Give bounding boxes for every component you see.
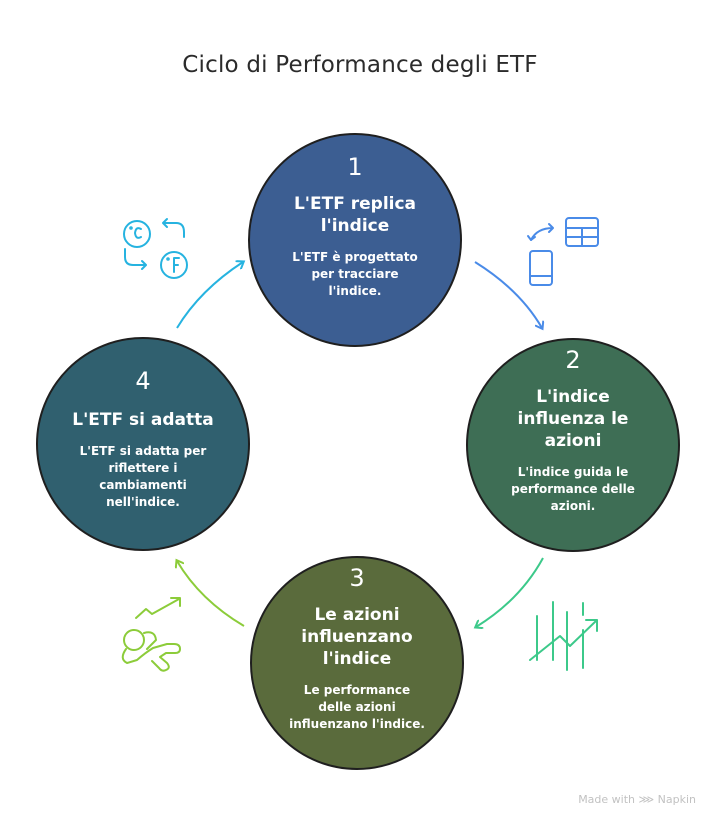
step-1-circle: 1 L'ETF replica l'indice L'ETF è progett… [248, 133, 462, 347]
temperature-conversion-icon [123, 218, 188, 279]
step-description: L'ETF è progettato per tracciare l'indic… [292, 250, 418, 298]
arrow-1-to-2 [474, 261, 542, 328]
arrow-4-to-1 [176, 262, 243, 329]
step-4-circle: 4 L'ETF si adatta L'ETF si adatta per ri… [36, 337, 250, 551]
step-number: 1 [347, 153, 363, 181]
step-2-circle: 2 L'indice influenza le azioni L'indice … [466, 338, 680, 552]
step-heading: L'ETF si adatta [72, 410, 214, 430]
step-heading: L'indice influenza le azioni [517, 387, 629, 451]
step-description: L'ETF si adatta per riflettere i cambiam… [79, 444, 207, 509]
arrow-2-to-3 [476, 557, 544, 627]
step-3-circle: 3 Le azioni influenzano l'indice Le perf… [250, 556, 464, 770]
step-number: 2 [565, 346, 581, 374]
step-number: 3 [349, 564, 365, 592]
arrow-3-to-4 [177, 561, 245, 627]
step-heading: L'ETF replica l'indice [293, 194, 417, 236]
device-sync-table-icon [527, 217, 599, 286]
stock-growth-chart-icon [529, 601, 598, 671]
step-description: L'indice guida le performance delle azio… [511, 465, 635, 513]
diagram-title: Ciclo di Performance degli ETF [182, 52, 538, 78]
person-growth-icon [121, 597, 181, 672]
step-heading: Le azioni influenzano l'indice [301, 605, 413, 669]
step-description: Le performance delle azioni influenzano … [289, 683, 425, 731]
napkin-watermark: Made with ⋙ Napkin [578, 793, 696, 806]
step-number: 4 [135, 367, 151, 395]
